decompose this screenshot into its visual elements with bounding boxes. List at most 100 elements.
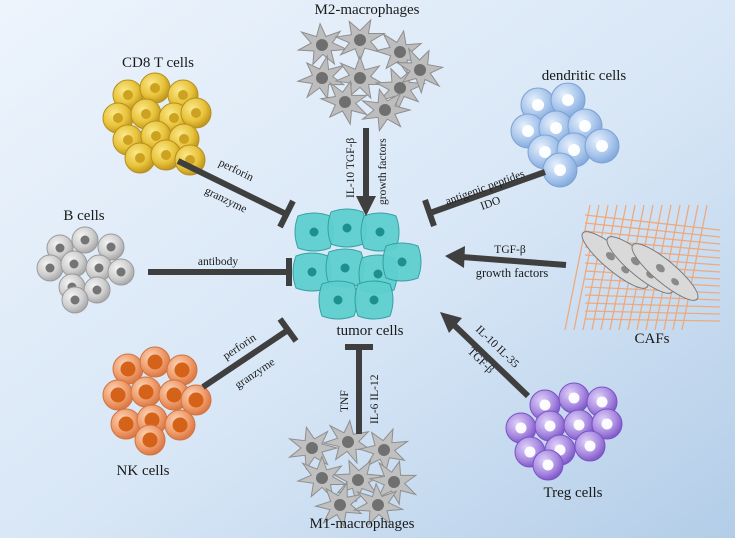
m2-factor-right: growth factors — [377, 138, 389, 205]
m1-factor-right: IL-6 IL-12 — [369, 374, 381, 424]
cd8-t-cell-cluster — [102, 72, 212, 176]
m1-label: M1-macrophages — [310, 516, 415, 532]
caf-fiber — [591, 204, 618, 331]
cd8-cell — [180, 97, 212, 129]
cd8-cell — [150, 139, 182, 171]
m2-macrophage — [296, 54, 346, 101]
caf-fiber — [584, 302, 721, 308]
caf-fiber — [582, 204, 609, 331]
nk-cell — [164, 409, 196, 441]
caf-fiber — [672, 204, 699, 331]
m2-macrophage-cluster — [296, 18, 445, 133]
caf-arrowhead — [445, 246, 465, 268]
caf-fiber — [584, 230, 721, 245]
caf-fiber — [584, 214, 721, 231]
m1-macrophage — [352, 482, 405, 526]
tumor-cell — [318, 280, 358, 320]
treg-cell — [574, 430, 606, 462]
cd8-cell — [139, 72, 171, 104]
dendritic-cell — [542, 152, 578, 188]
m2-label: M2-macrophages — [315, 2, 420, 18]
caf-fiber — [584, 310, 721, 315]
nk-cell — [134, 424, 166, 456]
b-cell — [97, 233, 125, 261]
cd8-inhibit-bar — [277, 199, 296, 229]
m1-macrophage — [321, 419, 374, 465]
m1-macrophage-cluster — [287, 419, 418, 528]
tumor-cell-cluster — [292, 208, 422, 320]
tumor-label: tumor cells — [336, 323, 403, 339]
tumor-cell — [325, 248, 365, 288]
cafs-label: CAFs — [634, 331, 669, 347]
dendritic-cell-cluster — [510, 82, 620, 188]
cd8-inhibit-line — [176, 158, 288, 217]
m1-macrophage — [357, 427, 410, 473]
nk-cell — [139, 346, 171, 378]
b-label: B cells — [63, 208, 104, 224]
nk-cell — [102, 379, 134, 411]
b-cell — [83, 276, 111, 304]
caf-cluster — [564, 204, 721, 331]
treg-arrow — [451, 322, 531, 399]
nk-cell — [130, 376, 162, 408]
caf-fiber — [584, 222, 721, 238]
b-factor-top: antibody — [198, 256, 238, 268]
treg-cell — [505, 412, 537, 444]
nk-label: NK cells — [117, 463, 170, 479]
nk-cell — [112, 353, 144, 385]
m2-factor-left: IL-10 TGF-β — [345, 138, 357, 198]
b-cell — [71, 226, 99, 254]
treg-label: Treg cells — [543, 485, 602, 501]
dendritic-cell — [550, 82, 586, 118]
m2-macrophage — [334, 55, 386, 100]
m2-macrophage — [296, 22, 349, 66]
m1-macrophage — [332, 459, 385, 503]
b-cell — [36, 254, 64, 282]
m1-factor-left: TNF — [339, 390, 351, 412]
treg-arrowhead — [440, 312, 462, 333]
b-cell — [60, 250, 88, 278]
caf-fiber — [584, 318, 721, 322]
caf-fiber — [573, 204, 600, 331]
nk-cell-cluster — [102, 346, 212, 456]
treg-cell — [558, 382, 590, 414]
nk-cell — [180, 384, 212, 416]
m2-macrophage — [373, 29, 425, 76]
b-cell — [61, 286, 89, 314]
m2-macrophage — [360, 87, 412, 133]
m2-arrowhead — [356, 196, 376, 216]
dc-inhibit-bar — [422, 199, 437, 227]
tumor-cell — [292, 252, 332, 292]
treg-cell-cluster — [505, 382, 623, 481]
dendritic-cell — [584, 128, 620, 164]
m1-macrophage — [313, 481, 365, 528]
dendritic-label: dendritic cells — [542, 68, 627, 84]
m2-macrophage — [374, 67, 427, 111]
tumor-cell — [382, 242, 422, 282]
tumor-cell — [294, 212, 334, 252]
m2-macrophage — [319, 79, 369, 126]
caf-fiber — [681, 204, 708, 331]
caf-factor-top: TGF-β — [494, 244, 526, 256]
caf-factor-bottom: growth factors — [476, 266, 549, 280]
caf-fiber — [564, 204, 591, 331]
cd8-label: CD8 T cells — [122, 55, 194, 71]
b-cell — [107, 258, 135, 286]
m1-macrophage — [368, 459, 418, 506]
connectors — [148, 128, 567, 434]
b-cell-cluster — [36, 226, 135, 314]
cd8-cell — [124, 142, 156, 174]
nk-inhibit-bar — [277, 317, 299, 343]
dc-inhibit-line — [428, 169, 547, 216]
m2-macrophage — [395, 46, 445, 95]
treg-cell — [532, 449, 564, 481]
caf-cell — [631, 243, 699, 301]
caf-arrow — [461, 254, 567, 268]
nk-inhibit-line — [201, 327, 290, 390]
nk-cell — [110, 408, 142, 440]
caf-fiber — [584, 286, 721, 294]
treg-cell — [591, 408, 623, 440]
tumor-cell — [354, 280, 394, 320]
